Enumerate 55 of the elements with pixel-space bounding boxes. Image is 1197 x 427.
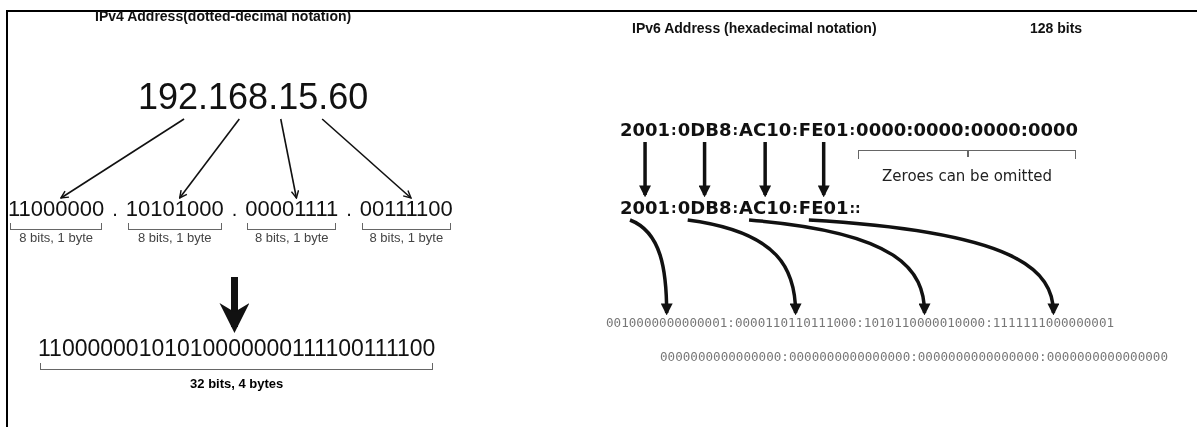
size-caption: 32 bits, 4 bytes	[189, 376, 285, 391]
annotation: Zeroes can be omitted	[881, 167, 1054, 185]
hex-group: 0DB8	[677, 197, 732, 218]
separator: :	[791, 199, 799, 216]
hex-group: AC10	[739, 197, 792, 218]
separator: :	[670, 199, 678, 216]
separator: :	[791, 121, 799, 138]
arrow	[687, 218, 802, 316]
separator: :	[731, 199, 739, 216]
separator: :	[856, 315, 864, 330]
size-caption: 8 bits, 1 byte	[136, 230, 213, 245]
heading: IPv6 Address (hexadecimal notation)	[632, 20, 877, 36]
separator: :	[731, 121, 739, 138]
arrow	[60, 118, 185, 199]
hex-group: AC10	[739, 119, 792, 140]
arrow	[817, 142, 830, 198]
hex-group: 0DB8	[677, 119, 732, 140]
size-caption: 8 bits, 1 byte	[368, 230, 445, 245]
arrow	[759, 142, 772, 198]
heading: IPv4 Address(dotted-decimal notation)	[95, 8, 352, 24]
binary-group: 0010000000000001	[606, 315, 728, 330]
arrow	[639, 142, 652, 198]
separator: .	[345, 197, 353, 221]
hex-group: FE01	[798, 197, 849, 218]
binary-group: 1010110000010000	[863, 315, 986, 330]
separator: :	[985, 315, 993, 330]
binary-octet: 00111100	[359, 196, 453, 222]
arrow	[178, 118, 241, 199]
separator: .	[111, 197, 119, 221]
arrow	[629, 218, 673, 316]
arrow	[808, 218, 1059, 316]
hex-group: 2001	[620, 197, 671, 218]
separator: .	[230, 197, 239, 221]
size-caption: 8 bits, 1 byte	[18, 230, 94, 245]
binary-octet: 10101000	[125, 196, 224, 222]
separator: :	[670, 121, 678, 138]
arrow	[279, 118, 300, 199]
separator: :	[727, 315, 735, 330]
arrow	[321, 118, 412, 199]
heading: 128 bits	[1030, 20, 1083, 36]
binary-octet: 11000000	[8, 196, 105, 222]
size-caption: 8 bits, 1 byte	[253, 230, 330, 245]
separator: ::	[848, 199, 862, 216]
arrow	[748, 218, 930, 316]
binary-octet: 00001111	[245, 196, 339, 222]
hex-group: FE01	[798, 119, 849, 140]
binary-group: 0000110110111000	[734, 315, 857, 330]
binary-zero-groups: 0000000000000000:0000000000000000:0000000000000000:0000000000000000	[660, 349, 1168, 364]
decimal-address: 192.168.15.60	[138, 76, 369, 118]
binary-address: 11000000101010000000111100111100	[38, 335, 436, 362]
arrow	[698, 142, 711, 198]
separator: :	[848, 121, 857, 138]
hex-group: 2001	[620, 119, 671, 140]
zero-groups: 0000:0000:0000:0000	[856, 119, 1079, 140]
binary-group: 1111111000000001	[992, 315, 1115, 330]
